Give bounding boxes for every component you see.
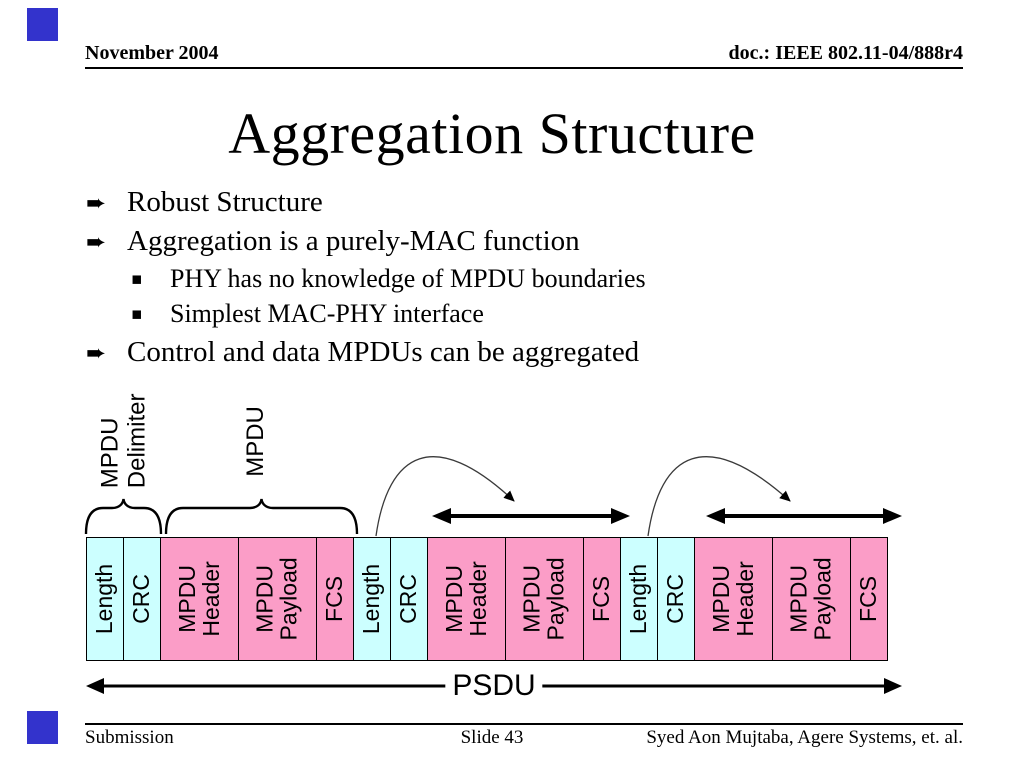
frame-cell-fcs: FCS xyxy=(850,537,888,661)
frame-cell-mpdu-payload: MPDU Payload xyxy=(505,537,584,661)
page-title: Aggregation Structure xyxy=(228,101,756,166)
frame-cell-label: MPDU Header xyxy=(440,561,491,637)
frame-structure-row: Length CRC MPDU Header MPDU Payload FCS Lengt… xyxy=(86,537,888,661)
psdu-label: PSDU xyxy=(445,669,543,703)
frame-cell-fcs: FCS xyxy=(583,537,621,661)
mpdu-label: MPDU xyxy=(241,405,269,477)
frame-cell-label: CRC xyxy=(395,574,422,624)
footer-submission: Submission xyxy=(85,727,174,748)
frame-cell-label: CRC xyxy=(662,574,689,624)
frame-cell-length: Length xyxy=(353,537,391,661)
frame-cell-label: CRC xyxy=(128,574,155,624)
frame-cell-crc: CRC xyxy=(390,537,428,661)
bullet-item: ➨ Aggregation is a purely-MAC function xyxy=(86,225,580,258)
square-bullet-icon: ▪ xyxy=(131,269,143,289)
footer-slide-number: Slide 43 xyxy=(460,727,524,748)
footer-authors: Syed Aon Mujtaba, Agere Systems, et. al. xyxy=(646,727,963,748)
header-date: November 2004 xyxy=(85,42,219,64)
frame-cell-label: MPDU Payload xyxy=(251,557,302,641)
template-corner-square-top xyxy=(27,8,58,41)
frame-cell-length: Length xyxy=(620,537,658,661)
frame-cell-mpdu-header: MPDU Header xyxy=(694,537,773,661)
frame-cell-label: FCS xyxy=(855,576,882,622)
header-doc-number: doc.: IEEE 802.11-04/888r4 xyxy=(728,42,963,64)
frame-cell-mpdu-header: MPDU Header xyxy=(160,537,239,661)
arrow-bullet-icon: ➨ xyxy=(86,227,107,256)
arrow-bullet-icon: ➨ xyxy=(86,338,107,367)
frame-cell-fcs: FCS xyxy=(316,537,354,661)
mpdu-extent-arrow-2 xyxy=(706,508,902,524)
frame-cell-label: Length xyxy=(625,563,652,635)
frame-cell-mpdu-payload: MPDU Payload xyxy=(772,537,851,661)
frame-cell-length: Length xyxy=(86,537,124,661)
header-rule xyxy=(85,67,963,69)
template-corner-square-bottom xyxy=(27,711,58,744)
bullet-text: PHY has no knowledge of MPDU boundaries xyxy=(170,264,646,293)
frame-cell-mpdu-header: MPDU Header xyxy=(427,537,506,661)
bullet-text: Control and data MPDUs can be aggregated xyxy=(127,336,640,368)
length-pointer-arc-1 xyxy=(375,456,515,537)
frame-cell-label: FCS xyxy=(588,576,615,622)
bullet-text: Simplest MAC-PHY interface xyxy=(170,299,484,328)
frame-cell-label: MPDU Payload xyxy=(518,557,569,641)
mpdu-delimiter-label: MPDU Delimiter xyxy=(96,393,150,489)
frame-cell-label: MPDU Payload xyxy=(785,557,836,641)
frame-cell-mpdu-payload: MPDU Payload xyxy=(238,537,317,661)
bullet-text: Robust Structure xyxy=(127,186,323,218)
bullet-item: ➨ Robust Structure xyxy=(86,186,323,219)
length-pointer-arc-2 xyxy=(647,456,791,537)
bullet-item: ➨ Control and data MPDUs can be aggregat… xyxy=(86,336,639,369)
frame-cell-crc: CRC xyxy=(123,537,161,661)
frame-cell-label: MPDU Header xyxy=(707,561,758,637)
frame-cell-label: Length xyxy=(358,563,385,635)
frame-cell-label: MPDU Header xyxy=(173,561,224,637)
frame-cell-label: Length xyxy=(91,563,118,635)
square-bullet-icon: ▪ xyxy=(131,304,143,324)
footer-rule xyxy=(85,723,963,725)
frame-cell-label: FCS xyxy=(321,576,348,622)
bullet-subitem: ▪ PHY has no knowledge of MPDU boundarie… xyxy=(131,264,646,294)
frame-cell-crc: CRC xyxy=(657,537,695,661)
bullet-subitem: ▪ Simplest MAC-PHY interface xyxy=(131,299,484,329)
bullet-text: Aggregation is a purely-MAC function xyxy=(127,225,580,257)
arrow-bullet-icon: ➨ xyxy=(86,188,107,217)
mpdu-extent-arrow-1 xyxy=(432,508,630,524)
